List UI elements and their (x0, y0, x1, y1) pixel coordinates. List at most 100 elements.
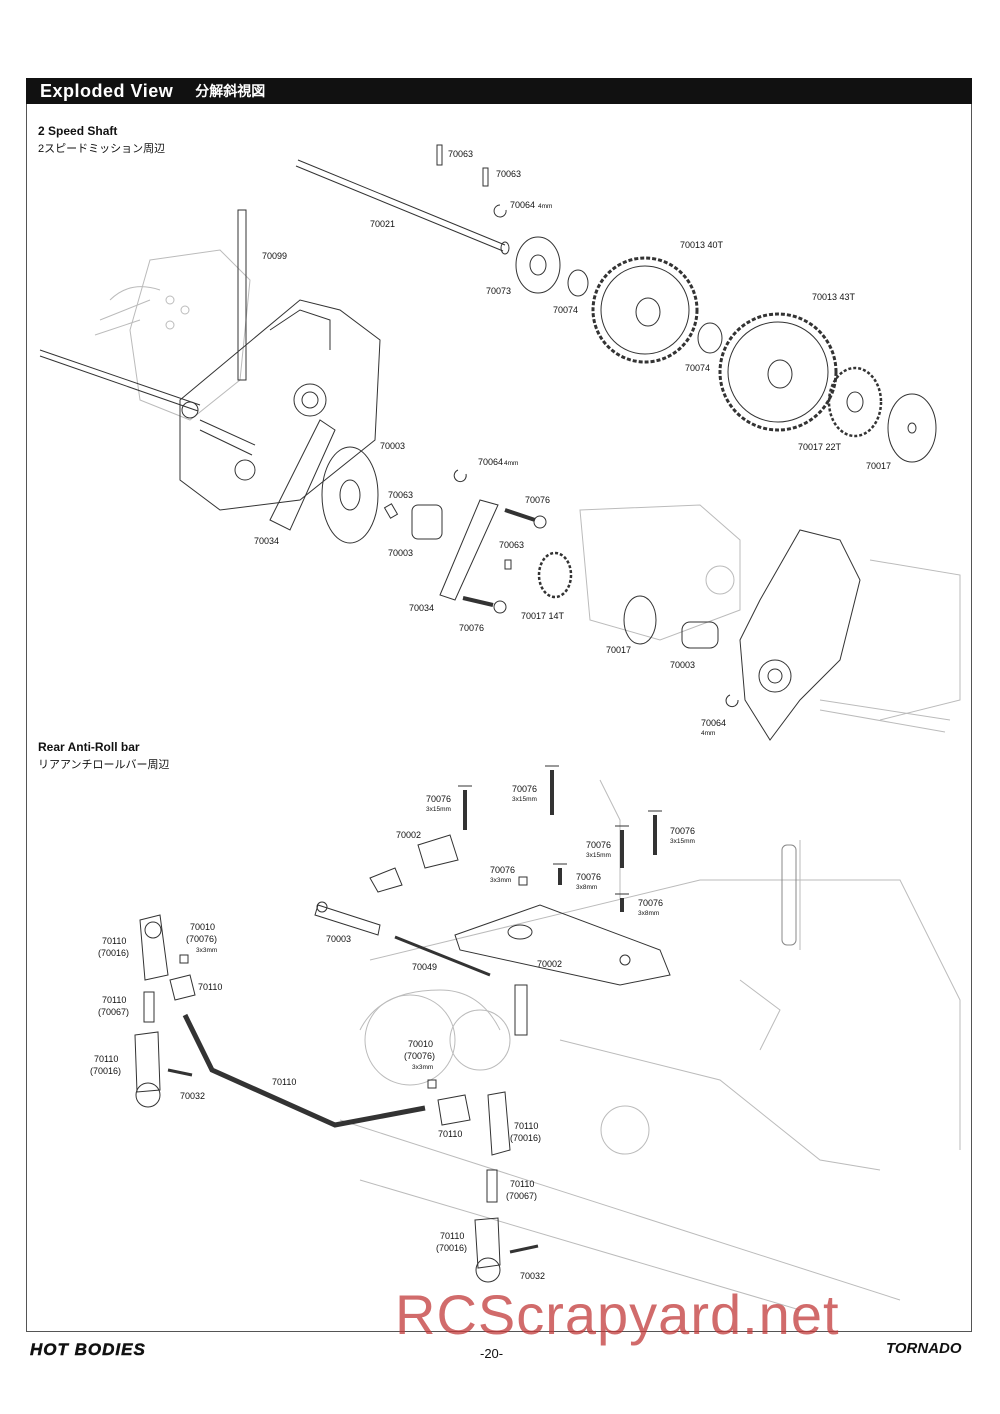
part-70017-22t-pulley (827, 366, 883, 438)
page-number: -20- (480, 1346, 504, 1361)
label-70074: 70074 (553, 305, 578, 315)
label-70064: 70064 (510, 200, 535, 210)
label-70064: 70064 (478, 457, 503, 467)
part-70074-bushing (697, 322, 723, 354)
section-title-antiroll: Rear Anti-Roll bar (38, 740, 140, 754)
part-70073-bearing (515, 236, 561, 294)
ghost-chassis-left (94, 249, 251, 421)
page-title: Exploded View (40, 80, 174, 101)
label-70063: 70063 (496, 169, 521, 179)
part-70002-bushing (369, 867, 403, 893)
part-70013-40t-gear (591, 256, 699, 364)
part-70021-shaft (295, 159, 506, 252)
part-70063-pin (504, 559, 512, 570)
label-70063: 70063 (388, 490, 413, 500)
label-70064-size: 4mm (701, 730, 715, 737)
part-70076-screw (462, 596, 494, 607)
label-70110: 70110 (510, 1179, 534, 1189)
part-70002-bushing (417, 834, 459, 869)
part-70110-collar (169, 974, 196, 1001)
label-70013-43t: 70013 43T (812, 292, 856, 302)
label-70076: 70076 (586, 840, 611, 850)
label-70067: (70067) (98, 1007, 129, 1017)
label-70032: 70032 (520, 1271, 545, 1281)
label-70064: 70064 (701, 718, 726, 728)
label-70017-22t: 70017 22T (798, 442, 842, 452)
label-70076: 70076 (670, 826, 695, 836)
part-70110-collar (437, 1094, 471, 1126)
label-70076: (70076) (186, 934, 217, 944)
part-70010-setscrew (427, 1079, 437, 1089)
part-70017-washer (887, 393, 937, 463)
label-70016: (70016) (510, 1133, 541, 1143)
label-size: 3x3mm (490, 877, 511, 884)
part-70063-pin (383, 503, 399, 519)
page-subtitle: 分解斜視図 (195, 83, 266, 99)
part-70034-plate (269, 419, 336, 531)
part-70002-mount (454, 904, 671, 986)
part-70034-plate (439, 499, 499, 601)
label-70110: 70110 (94, 1054, 118, 1064)
label-70003: 70003 (388, 548, 413, 558)
label-size: 3x15mm (586, 852, 611, 859)
watermark: RCScrapyard.net (395, 1283, 840, 1346)
label-70013-40t: 70013 40T (680, 240, 724, 250)
part-70003-bushing (411, 504, 443, 540)
label-70002: 70002 (537, 959, 562, 969)
label-70076: 70076 (512, 784, 537, 794)
label-70016: (70016) (90, 1066, 121, 1076)
label-70010: 70010 (190, 922, 215, 932)
brand-logo-left: HOT BODIES (30, 1340, 146, 1360)
label-70016: (70016) (436, 1243, 467, 1253)
section-subtitle-antiroll: リアアンチロールバー周辺 (38, 759, 170, 771)
part-70003-arm (314, 904, 381, 936)
label-70076: 70076 (426, 794, 451, 804)
label-70002: 70002 (396, 830, 421, 840)
label-70076: 70076 (459, 623, 484, 633)
label-70110: 70110 (438, 1129, 462, 1139)
part-70063-pin (436, 144, 443, 166)
part-70032-ball-stud (167, 1068, 193, 1077)
section-title-speed-shaft: 2 Speed Shaft (38, 124, 118, 138)
label-70074: 70074 (685, 363, 710, 373)
part-70064-clip (453, 469, 467, 483)
ghost-gearbox-right (579, 504, 961, 733)
label-70064-size: 4mm (538, 203, 552, 210)
body-post (781, 844, 797, 946)
part-70099-pin (237, 209, 247, 381)
part-70003-bushing (681, 621, 719, 649)
section-subtitle-speed-shaft: 2スピードミッション周辺 (38, 143, 166, 155)
label-70049: 70049 (412, 962, 437, 972)
part-70017-washer (623, 595, 657, 645)
part-70063-pin (482, 167, 489, 187)
part-70010-setscrew (179, 954, 189, 964)
label-70110: 70110 (440, 1231, 464, 1241)
label-70003: 70003 (326, 934, 351, 944)
label-size: 3x15mm (512, 796, 537, 803)
part-70013-43t-gear (718, 312, 838, 432)
label-70017: 70017 (606, 645, 631, 655)
label-size: 3x8mm (576, 884, 597, 891)
label-70021: 70021 (370, 219, 395, 229)
label-70076: 70076 (638, 898, 663, 908)
hub-carrier-right (739, 529, 861, 741)
label-70110: 70110 (514, 1121, 538, 1131)
drive-shaft-left (39, 349, 201, 412)
label-70076: 70076 (525, 495, 550, 505)
part-70074-bushing (567, 269, 589, 297)
label-70099: 70099 (262, 251, 287, 261)
part-70076-screw (504, 508, 536, 522)
part-70017-14t-pulley (537, 551, 573, 599)
part-70049-rod (394, 935, 491, 977)
label-70076: (70076) (404, 1051, 435, 1061)
label-70110: 70110 (102, 936, 126, 946)
label-70110: 70110 (272, 1077, 296, 1087)
labels-top: 70063 70063 70064 4mm 70021 70099 70073 … (254, 149, 891, 737)
label-70034: 70034 (409, 603, 434, 613)
part-70110-threaded-rod (486, 1169, 498, 1203)
brand-logo-right: TORNADO (886, 1340, 962, 1357)
part-70110-ball-end (474, 1217, 501, 1269)
label-70032: 70032 (180, 1091, 205, 1101)
